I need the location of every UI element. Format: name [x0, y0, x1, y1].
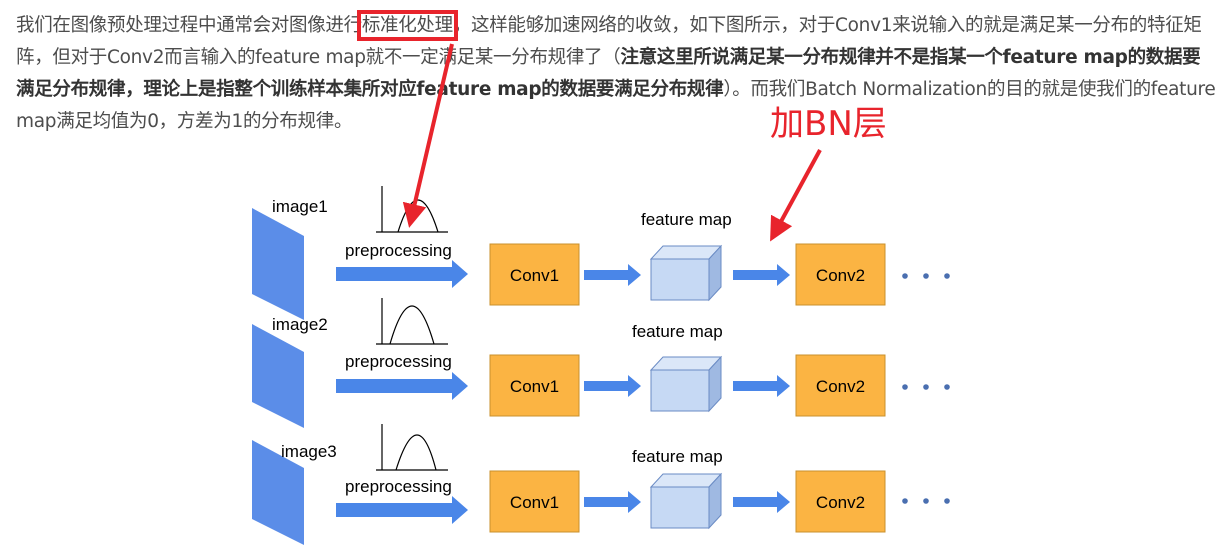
conv2-block-2 — [795, 354, 886, 417]
image1-label: image1 — [272, 197, 328, 216]
distribution-curve-3 — [376, 424, 448, 471]
feature-map-cube-3 — [649, 472, 723, 530]
ellipsis-dots-3 — [902, 498, 950, 504]
conv2-block-3 — [795, 470, 886, 533]
conv1-block-1 — [489, 243, 580, 306]
feature-map-cube-2 — [649, 355, 723, 413]
feature-map-label-3: feature map — [632, 447, 723, 466]
conv1-block-3 — [489, 470, 580, 533]
arrow-conv1-to-fm-2 — [584, 375, 641, 397]
preprocessing-label-3: preprocessing — [345, 477, 452, 496]
paragraph-text-1: 我们在图像预处理过程中通常会对图像进行 — [16, 15, 362, 36]
distribution-curve-2 — [376, 298, 448, 345]
conv1-label-2: Conv1 — [510, 377, 559, 396]
preprocessing-arrow-2 — [336, 372, 468, 400]
feature-map-cube-1 — [649, 244, 723, 302]
image2-label: image2 — [272, 315, 328, 334]
paragraph-text-2: ，这样能够加速网络的收敛，如下图所示，对于Conv1来说输入的就是满足某一分布的… — [16, 15, 1202, 68]
conv2-label-3: Conv2 — [816, 493, 865, 512]
preprocessing-label-2: preprocessing — [345, 352, 452, 371]
feature-map-label-1: feature map — [641, 210, 732, 229]
highlighted-term: 标准化处理 — [356, 10, 458, 41]
preprocessing-arrow-3 — [336, 496, 468, 524]
preprocessing-label-1: preprocessing — [345, 241, 452, 260]
conv2-label-2: Conv2 — [816, 377, 865, 396]
conv1-block-2 — [489, 354, 580, 417]
bold-note: 注意这里所说满足某一分布规律并不是指某一个feature map的数据要满足分布… — [16, 47, 1201, 100]
image2-shape — [252, 324, 304, 428]
paragraph-text-3: ）。而我们Batch Normalization的目的就是使我们的feature… — [16, 79, 1216, 132]
image3-label: image3 — [281, 442, 337, 461]
arrow-fm-to-conv2-2 — [733, 375, 790, 397]
image3-shape — [252, 440, 304, 545]
arrow-fm-to-conv2-3 — [733, 491, 790, 513]
distribution-curve-1 — [376, 186, 448, 233]
ellipsis-dots-2 — [902, 384, 950, 390]
conv2-block-1 — [795, 243, 886, 306]
arrow-conv1-to-fm-3 — [584, 491, 641, 513]
red-arrow-to-distribution — [402, 43, 454, 228]
diagram-row-2: image2 preprocessing Conv1 feature map C… — [252, 298, 950, 428]
conv2-label-1: Conv2 — [816, 266, 865, 285]
conv1-label-3: Conv1 — [510, 493, 559, 512]
bn-layer-annotation: 加BN层 — [770, 104, 887, 144]
feature-map-label-2: feature map — [632, 322, 723, 341]
preprocessing-arrow-1 — [336, 260, 468, 288]
arrow-conv1-to-fm-1 — [584, 264, 641, 286]
ellipsis-dots-1 — [902, 273, 950, 279]
intro-paragraph: 我们在图像预处理过程中通常会对图像进行标准化处理，这样能够加速网络的收敛，如下图… — [16, 10, 1216, 138]
conv1-label-1: Conv1 — [510, 266, 559, 285]
diagram-row-1: image1 preprocessing Conv1 feature map C… — [252, 186, 950, 320]
diagram-row-3: image3 preprocessing Conv1 feature map C… — [252, 424, 950, 545]
arrow-fm-to-conv2-1 — [733, 264, 790, 286]
red-arrow-to-bn-position — [770, 149, 822, 242]
image1-shape — [252, 208, 304, 320]
